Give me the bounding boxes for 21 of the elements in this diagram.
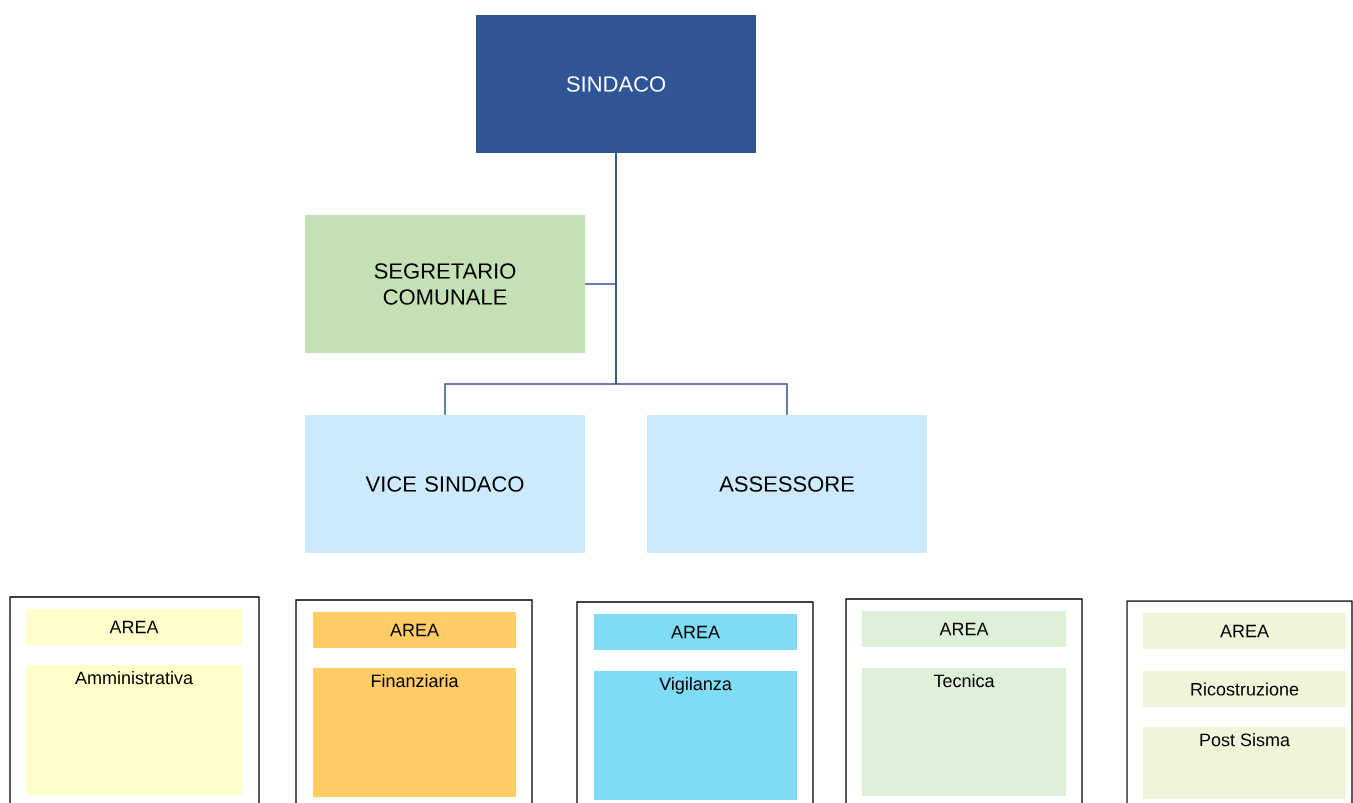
org-box: AREA: [26, 609, 242, 645]
area-box: Finanziaria: [313, 668, 516, 797]
area-frame: [9, 596, 260, 803]
area-frame: [1126, 600, 1353, 803]
area-box: Amministrativa: [26, 665, 242, 795]
org-box: VICE SINDACO: [305, 415, 585, 553]
area-frame: [576, 601, 814, 803]
org-box: AREA: [862, 611, 1066, 647]
org-box: SINDACO: [476, 15, 756, 153]
org-box: Ricostruzione: [1143, 671, 1346, 707]
area-box: Post Sisma: [1143, 727, 1346, 799]
org-box: AREA: [1143, 613, 1346, 649]
connector-line: [615, 152, 788, 416]
org-box: ASSESSORE: [647, 415, 927, 553]
org-box: AREA: [313, 612, 516, 648]
org-box: AREA: [594, 614, 797, 650]
area-box: Vigilanza: [594, 671, 797, 800]
area-frame: [845, 598, 1083, 803]
area-frame: [295, 599, 533, 803]
org-box: SEGRETARIO COMUNALE: [305, 215, 585, 353]
area-box: Tecnica: [862, 668, 1066, 796]
